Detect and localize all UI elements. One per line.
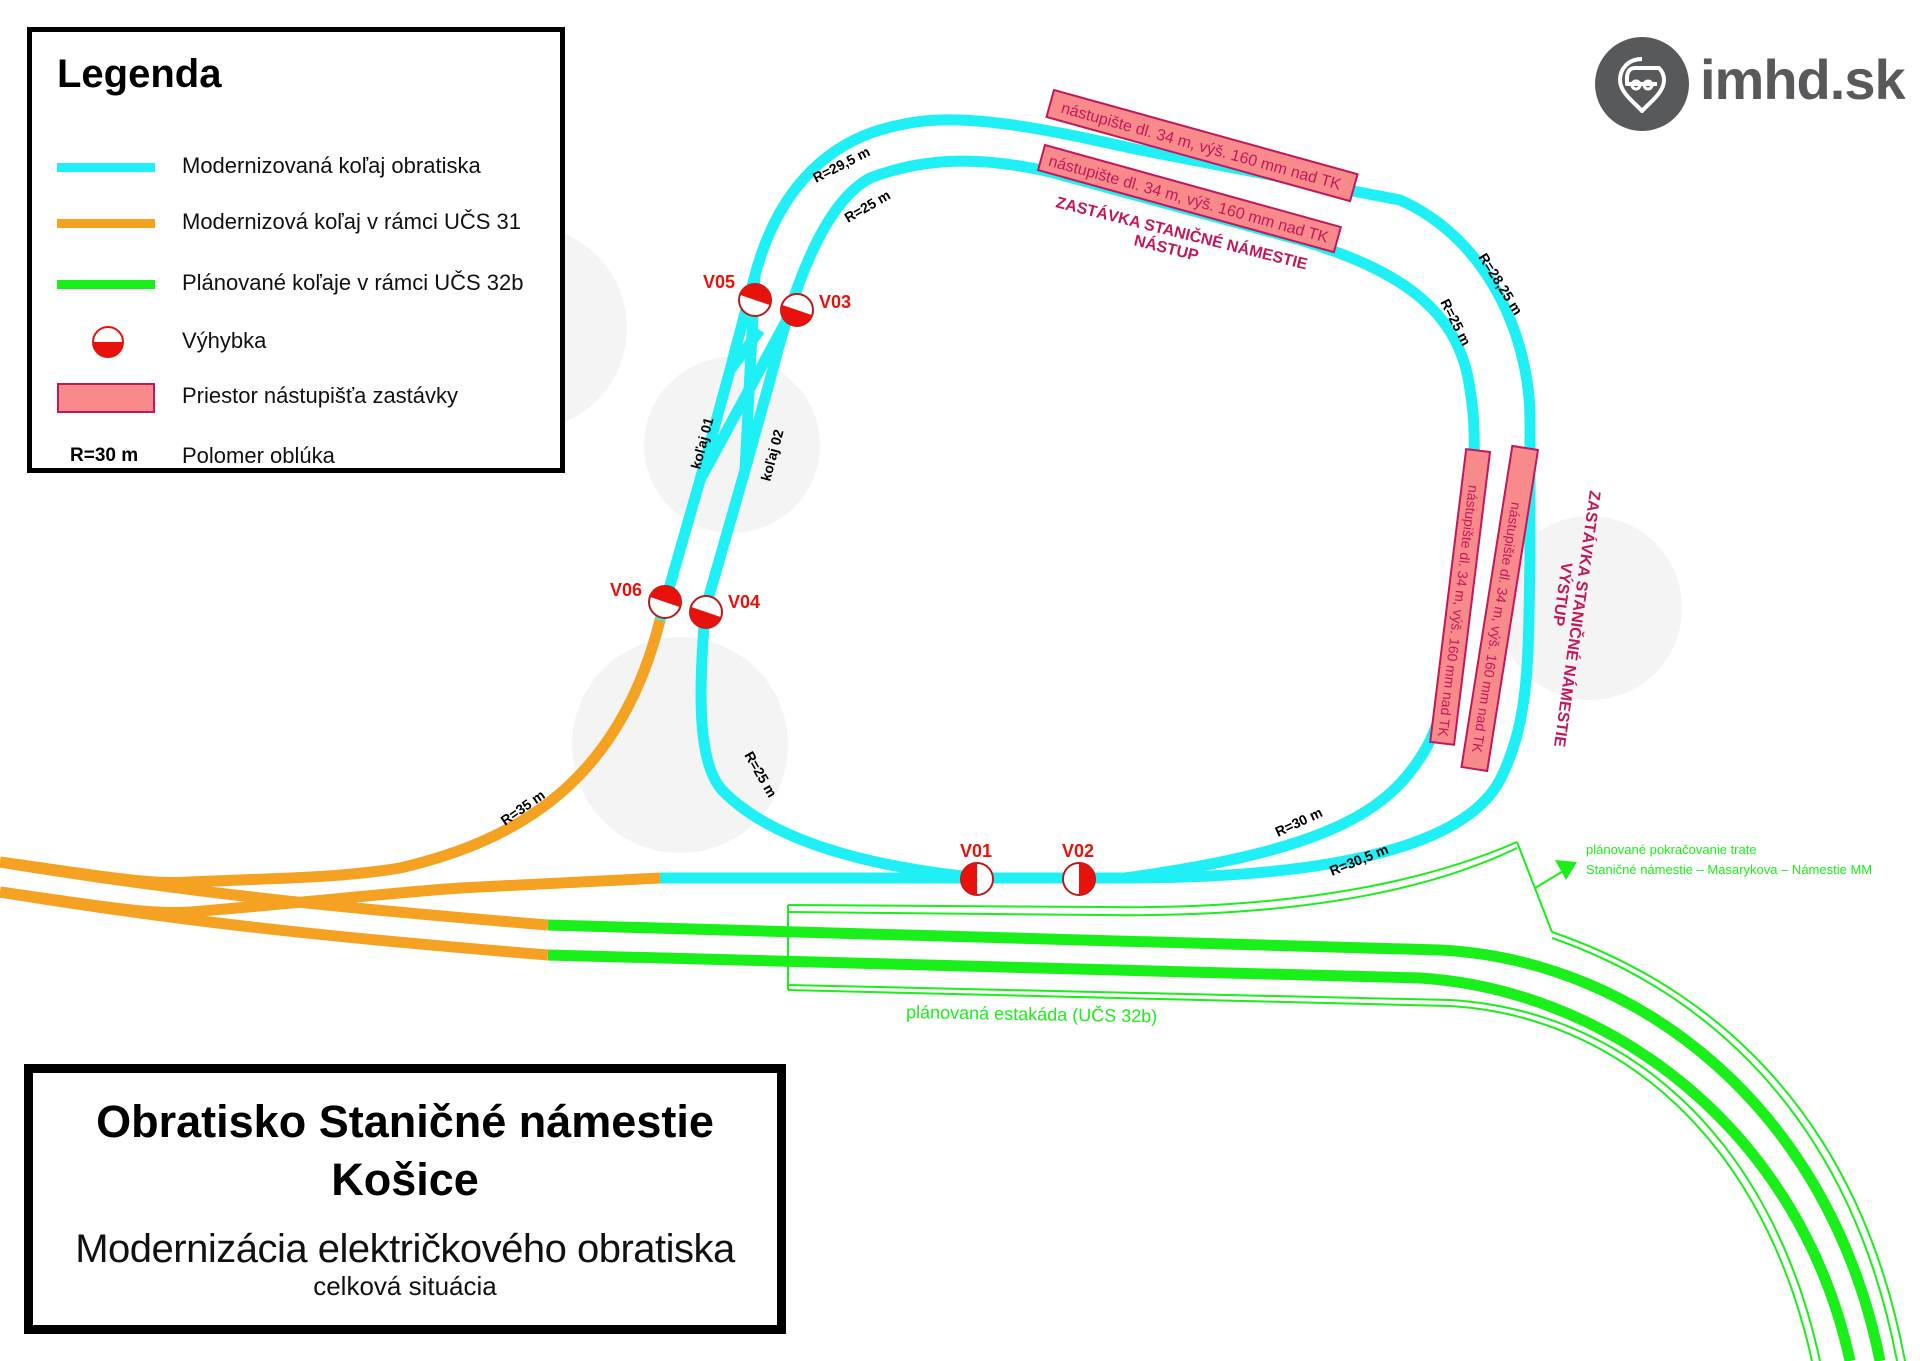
switch-label-v04: V04 [728, 592, 760, 612]
subtitle2: celková situácia [313, 1271, 497, 1301]
switch-v02[interactable]: V02 [1062, 841, 1096, 896]
switch-v04[interactable]: V04 [688, 592, 760, 630]
legend-item-radius: R=30 m Polomer oblúka [32, 437, 560, 477]
legend-item-switch: Výhybka [32, 322, 560, 362]
legend-item-ucs31: Modernizová koľaj v rámci UČS 31 [32, 203, 560, 243]
subtitle: Modernizácia električkového obratiska [75, 1227, 735, 1271]
logo-text: imhd.sk [1700, 48, 1906, 111]
platform-icon [57, 383, 155, 413]
green-line-icon [57, 280, 155, 289]
switch-v03[interactable]: V03 [779, 292, 851, 328]
switches: V05 V03 V06 V04 V01 V02 [610, 272, 1096, 896]
legend-label: Modernizovaná koľaj obratiska [182, 153, 481, 178]
switch-v05[interactable]: V05 [703, 272, 773, 317]
orange-line-icon [57, 219, 155, 228]
title-box: Obratisko Staničné námestie Košice Moder… [24, 1064, 786, 1334]
legend-item-planned: Plánované koľaje v rámci UČS 32b [32, 264, 560, 304]
legend-label: Výhybka [182, 328, 267, 353]
switch-label-v05: V05 [703, 272, 735, 292]
switch-label-v01: V01 [960, 841, 992, 861]
legend-label: Plánované koľaje v rámci UČS 32b [182, 270, 524, 295]
continuation-label-line1: plánované pokračovanie trate [1586, 842, 1757, 857]
switch-v06[interactable]: V06 [610, 580, 683, 619]
switch-label-v06: V06 [610, 580, 642, 600]
planned-viaduct-outline [787, 841, 1906, 1361]
radius-sample: R=30 m [70, 445, 139, 466]
ucs31-tracks [0, 618, 666, 961]
radius-label-30-5: R=30,5 m [1327, 841, 1390, 879]
watermark-circle [1498, 516, 1682, 700]
watermark-circle [644, 357, 820, 533]
legend-label: Polomer oblúka [182, 443, 335, 468]
legend-label: Modernizová koľaj v rámci UČS 31 [182, 209, 521, 234]
viaduct-label: plánovaná estakáda (UČS 32b) [906, 1001, 1157, 1026]
cyan-line-icon [57, 163, 155, 172]
legend: Legenda Modernizovaná koľaj obratiska Mo… [27, 27, 565, 473]
page-title: Obratisko Staničné námestie Košice [33, 1093, 777, 1209]
legend-label: Priestor nástupišťa zastávky [182, 383, 459, 408]
pin-car-icon [1595, 37, 1689, 131]
switch-label-v03: V03 [819, 292, 851, 312]
title-line1: Obratisko Staničné námestie [96, 1096, 714, 1147]
legend-item-modernized: Modernizovaná koľaj obratiska [32, 147, 560, 187]
switch-icon [92, 326, 124, 358]
title-line2: Košice [331, 1154, 479, 1205]
switch-label-v02: V02 [1062, 841, 1094, 861]
switch-v01[interactable]: V01 [960, 841, 994, 896]
watermark-group [423, 226, 1682, 853]
legend-title: Legenda [57, 52, 222, 96]
planned-tracks [547, 919, 1886, 1361]
legend-item-platform: Priestor nástupišťa zastávky [32, 377, 560, 417]
continuation-label-line2: Staničné námestie – Masarykova – Námesti… [1586, 862, 1872, 877]
